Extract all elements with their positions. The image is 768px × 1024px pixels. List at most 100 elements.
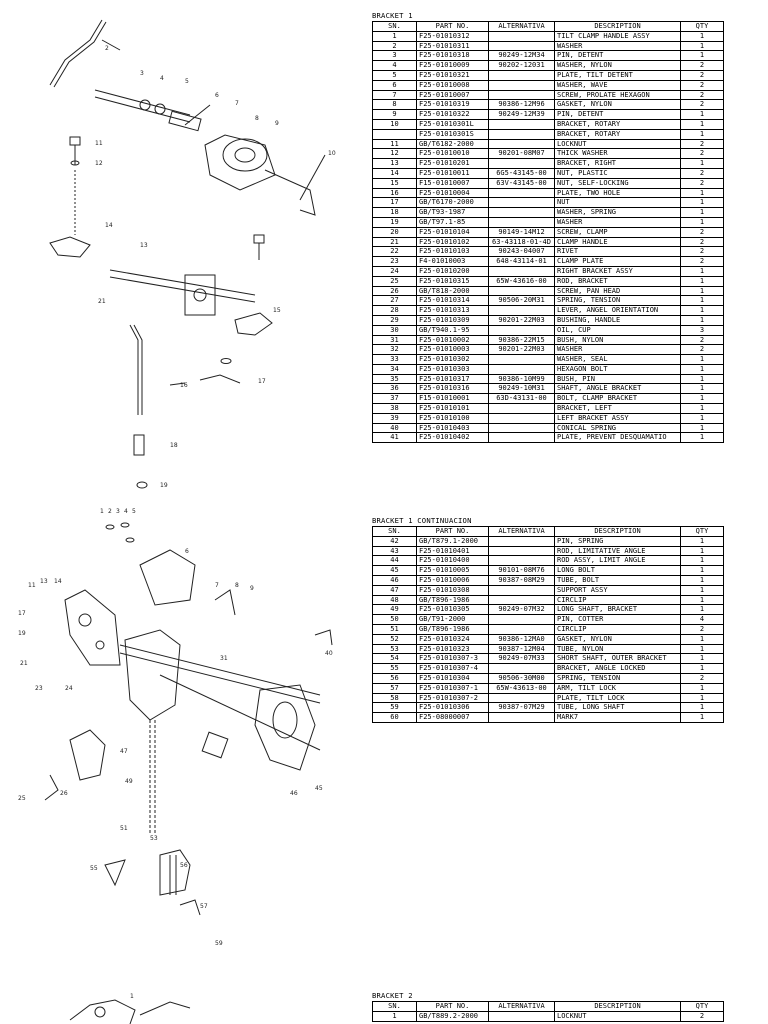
- diagram-callout: 53: [150, 835, 158, 842]
- table-cell: 1: [680, 574, 724, 586]
- table-cell: BRACKET, ROTARY: [554, 118, 681, 130]
- table-cell: F25-01010304: [416, 672, 489, 684]
- table-cell: 42: [372, 535, 417, 547]
- table-cell: 18: [372, 207, 417, 218]
- table-cell: 90249-10M31: [488, 383, 555, 395]
- table-cell: LOCKNUT: [554, 1010, 681, 1022]
- table-cell: 90201-22M03: [488, 314, 555, 326]
- exploded-diagram-bracket-1-continuation: 1 2 3 4 5 6 7 8 9 11 13 14 17 19 21 23 2…: [18, 508, 333, 947]
- column-header: ALTERNATIVA: [488, 1001, 555, 1012]
- diagram-callout: 19: [160, 482, 168, 489]
- table-cell: [488, 138, 555, 150]
- table-cell: 2: [680, 138, 724, 150]
- table-cell: THICK WASHER: [554, 148, 681, 160]
- exploded-diagram-bracket-2: 1: [69, 993, 191, 1024]
- table-cell: 53: [372, 643, 417, 655]
- table-cell: 1: [680, 545, 724, 557]
- table-cell: 90249-07M33: [488, 653, 555, 665]
- table-cell: 1: [680, 354, 724, 365]
- table-cell: 2: [680, 1010, 724, 1022]
- table-cell: F25-01010314: [416, 295, 489, 307]
- table-cell: F25-01010312: [416, 30, 489, 42]
- table-cell: 90249-07M32: [488, 604, 555, 616]
- table-cell: [488, 197, 555, 209]
- table-cell: GB/T818-2000: [416, 285, 489, 297]
- diagram-callout: 4: [124, 508, 128, 515]
- table-cell: 55: [372, 663, 417, 674]
- table-cell: 49: [372, 604, 417, 616]
- diagram-callout: 10: [328, 150, 336, 157]
- table-cell: 6: [372, 79, 417, 91]
- table-cell: SPRING, TENSION: [554, 295, 681, 307]
- table-cell: 46: [372, 574, 417, 586]
- table-cell: [488, 712, 555, 723]
- table-cell: 90387-08M29: [488, 574, 555, 586]
- table-cell: 38: [372, 403, 417, 414]
- table-cell: 1: [680, 275, 724, 287]
- table-cell: 1: [680, 422, 724, 434]
- table-cell: 1: [680, 50, 724, 62]
- column-header: ALTERNATIVA: [488, 526, 555, 537]
- table-cell: 5: [372, 69, 417, 81]
- table-cell: 90387-12M04: [488, 643, 555, 655]
- table-cell: 19: [372, 216, 417, 228]
- table-cell: F25-01010324: [416, 633, 489, 645]
- table-cell: NUT, PLASTIC: [554, 167, 681, 179]
- table-cell: WASHER, SEAL: [554, 354, 681, 365]
- table-cell: ROD, LIMITATIVE ANGLE: [554, 545, 681, 557]
- table-cell: [488, 158, 555, 169]
- table-cell: 90101-08M76: [488, 565, 555, 576]
- diagram-callout: 57: [200, 903, 208, 910]
- table-cell: GB/T6170-2000: [416, 197, 489, 209]
- table-cell: CLAMP PLATE: [554, 256, 681, 267]
- table-cell: 1: [680, 216, 724, 228]
- table-cell: GB/T889.2-2000: [416, 1010, 489, 1022]
- table-cell: F4-01010003: [416, 256, 489, 267]
- table-cell: PIN, COTTER: [554, 614, 681, 625]
- table-cell: 31: [372, 334, 417, 346]
- diagram-callout: 9: [275, 120, 279, 127]
- table-cell: 1: [680, 128, 724, 140]
- table-cell: ARM, TILT LOCK: [554, 682, 681, 694]
- table-cell: 27: [372, 295, 417, 307]
- table-cell: [488, 432, 555, 444]
- table-cell: 52: [372, 633, 417, 645]
- table-cell: OIL, CUP: [554, 324, 681, 336]
- table-cell: F25-01010307-2: [416, 692, 489, 704]
- table-cell: SCREW, PROLATE HEXAGON: [554, 89, 681, 101]
- table-cell: BRACKET, ROTARY: [554, 128, 681, 140]
- table-cell: SPRING, TENSION: [554, 672, 681, 684]
- table-cell: 2: [680, 69, 724, 81]
- table-cell: 45: [372, 565, 417, 576]
- table-cell: NUT, SELF-LOCKING: [554, 177, 681, 189]
- diagram-callout: 11: [28, 582, 36, 589]
- table-cell: 13: [372, 158, 417, 169]
- diagram-callout: 16: [180, 382, 188, 389]
- table-cell: 12: [372, 148, 417, 160]
- table-cell: BUSH, PIN: [554, 373, 681, 385]
- diagram-callout: 2: [105, 45, 109, 52]
- table-cell: 90249-12M39: [488, 109, 555, 120]
- table-cell: 15: [372, 177, 417, 189]
- table-cell: 2: [680, 79, 724, 91]
- table-cell: 1: [680, 314, 724, 326]
- table-cell: 648-43114-01: [488, 256, 555, 267]
- table-cell: 11: [372, 138, 417, 150]
